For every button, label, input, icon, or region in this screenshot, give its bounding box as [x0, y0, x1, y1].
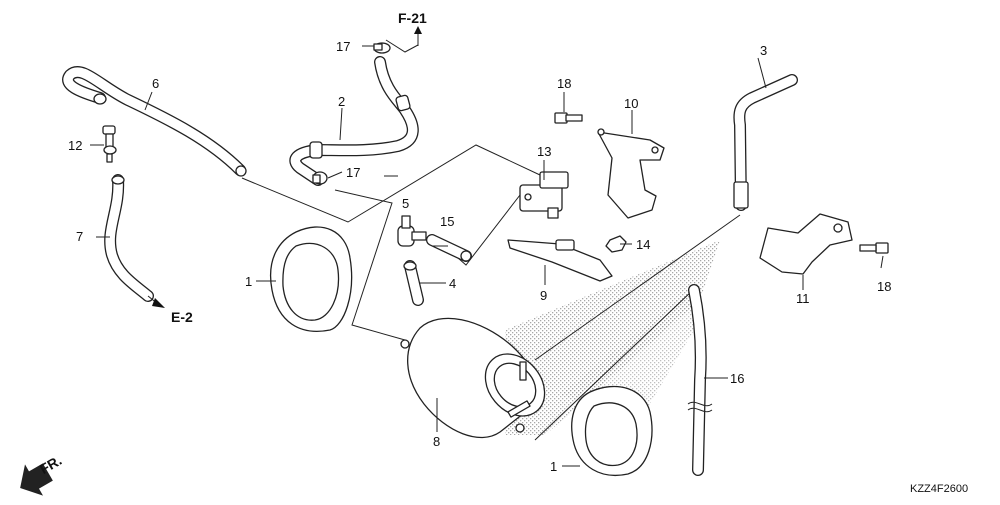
stipple-shading [505, 240, 720, 435]
callout-15: 15 [440, 214, 454, 229]
ref-f21-label: F-21 [398, 10, 427, 26]
callout-17-mid: 17 [346, 165, 360, 180]
callout-labels: 1 1 2 3 4 5 6 7 8 9 10 11 12 13 14 15 16… [68, 39, 891, 474]
ref-e2-label: E-2 [171, 309, 193, 325]
guide-lines [241, 144, 741, 441]
callout-17-top: 17 [336, 39, 350, 54]
hose-part-16 [687, 284, 713, 476]
hose-part-2 [289, 56, 419, 186]
bolt-part-18 [554, 112, 889, 254]
pipe-part-3 [733, 74, 798, 211]
callout-10: 10 [624, 96, 638, 111]
joint-part-5 [397, 215, 427, 247]
callout-12: 12 [68, 138, 82, 153]
callout-6: 6 [152, 76, 159, 91]
band-part-1-upper [270, 226, 353, 332]
hose-part-15 [426, 234, 472, 262]
callout-4: 4 [449, 276, 456, 291]
hose-part-4 [403, 260, 424, 306]
callout-18-top: 18 [557, 76, 571, 91]
plate-part-9 [507, 239, 613, 282]
callout-11: 11 [796, 291, 810, 306]
callout-5: 5 [402, 196, 409, 211]
callout-13: 13 [537, 144, 551, 159]
bracket-part-10 [597, 128, 665, 219]
valve-part-13 [519, 171, 569, 219]
band-part-1-lower [571, 385, 653, 476]
fitting-part-12 [102, 125, 117, 163]
bracket-part-11 [759, 213, 853, 275]
callout-8: 8 [433, 434, 440, 449]
callout-14: 14 [636, 237, 650, 252]
callout-7: 7 [76, 229, 83, 244]
callout-2: 2 [338, 94, 345, 109]
callout-16: 16 [730, 371, 744, 386]
arrow-e2 [147, 295, 165, 308]
callout-3: 3 [760, 43, 767, 58]
callout-18-right: 18 [877, 279, 891, 294]
drawing-code: KZZ4F2600 [910, 483, 968, 495]
hose-part-7 [104, 174, 154, 302]
canister-part-8 [400, 317, 546, 439]
nut-part-14 [605, 235, 627, 253]
leader-lines [90, 45, 884, 467]
hose-part-6 [62, 66, 247, 177]
arrow-f21 [385, 26, 422, 53]
callout-1-upper: 1 [245, 274, 252, 289]
clamp-part-17 [312, 42, 391, 185]
callout-9: 9 [540, 288, 547, 303]
front-arrow-icon [20, 463, 53, 496]
callout-1-lower: 1 [550, 459, 557, 474]
